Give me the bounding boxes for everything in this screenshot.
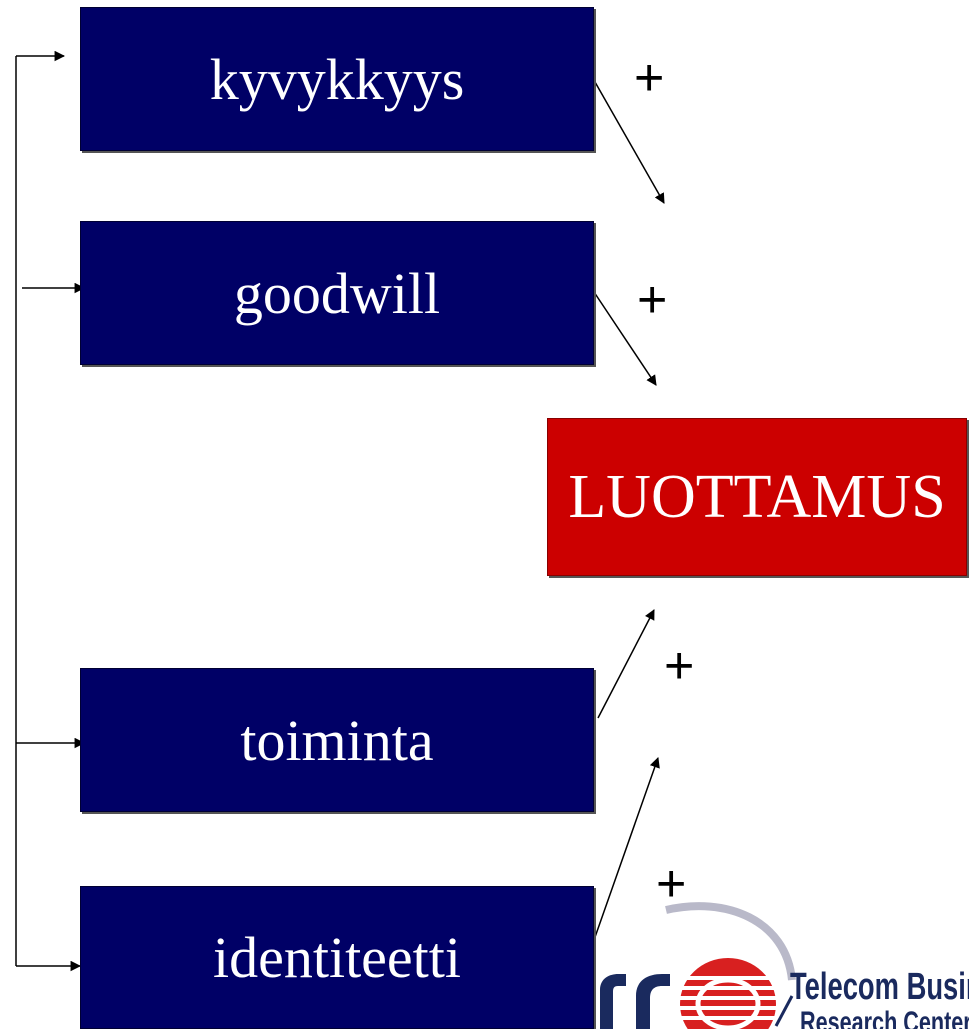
logo-line1: Telecom Business xyxy=(790,966,969,1008)
box-kyvykkyys: kyvykkyys xyxy=(80,7,594,151)
box-kyvykkyys-label: kyvykkyys xyxy=(209,46,465,112)
box-identiteetti-label: identiteetti xyxy=(212,925,462,990)
sign-toiminta: + xyxy=(664,637,695,695)
box-toiminta-label: toiminta xyxy=(240,707,434,773)
box-toiminta: toiminta xyxy=(80,668,594,812)
box-identiteetti: identiteetti xyxy=(80,886,594,1029)
box-luottamus: LUOTTAMUS xyxy=(547,418,967,576)
logo: Telecom Business Research Center xyxy=(596,900,969,1029)
arrow-identiteetti-luottamus xyxy=(593,757,660,941)
arrow-goodwill-luottamus xyxy=(593,291,657,386)
logo-emblem-icon xyxy=(600,902,796,1029)
logo-line2: Research Center xyxy=(800,1006,969,1029)
box-goodwill-label: goodwill xyxy=(233,260,441,326)
arrow-kyvykkyys-luottamus xyxy=(594,81,665,204)
sign-kyvykkyys: + xyxy=(634,49,665,107)
sign-goodwill: + xyxy=(637,271,668,329)
arrow-toiminta-luottamus xyxy=(597,609,655,719)
box-luottamus-label: LUOTTAMUS xyxy=(568,462,946,531)
sign-identiteetti: + xyxy=(656,855,687,913)
box-goodwill: goodwill xyxy=(80,221,594,365)
